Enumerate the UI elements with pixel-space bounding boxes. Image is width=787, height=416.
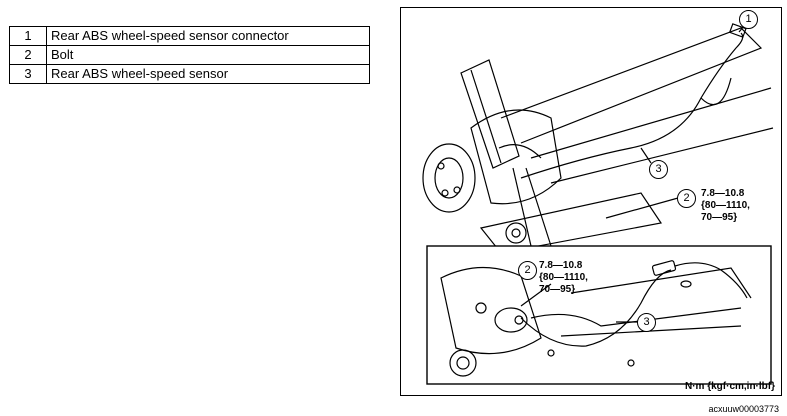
legend-number: 2 [9,45,47,65]
units-label: N·m {kgf·cm,in·lbf} [685,381,775,392]
legend-description: Rear ABS wheel-speed sensor connector [46,26,370,46]
legend-row: 2 Bolt [9,45,370,65]
suspension-line-drawing [422,23,774,385]
illustration-frame: 1 2 3 2 3 7.8—10.8 {80—1110, 70—95} 7.8—… [400,7,782,396]
legend-number: 1 [9,26,47,46]
callout-sensor-detail: 3 [637,313,656,332]
callout-bolt: 2 [677,189,696,208]
callout-connector: 1 [739,10,758,29]
callout-sensor: 3 [649,160,668,179]
torque-spec-detail: 7.8—10.8 {80—1110, 70—95} [539,260,588,295]
figure-code: acxuuw00003773 [708,404,779,414]
legend-number: 3 [9,64,47,84]
legend-description: Bolt [46,45,370,65]
legend-row: 1 Rear ABS wheel-speed sensor connector [9,26,370,46]
legend-description: Rear ABS wheel-speed sensor [46,64,370,84]
torque-spec: 7.8—10.8 {80—1110, 70—95} [701,188,750,223]
callout-bolt-detail: 2 [518,261,537,280]
parts-legend-table: 1 Rear ABS wheel-speed sensor connector … [9,26,370,84]
legend-row: 3 Rear ABS wheel-speed sensor [9,64,370,84]
